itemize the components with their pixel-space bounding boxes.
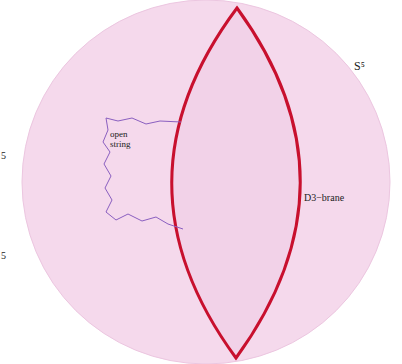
sphere <box>22 0 390 364</box>
string-label: open string <box>110 130 150 150</box>
cut-label: 5 <box>1 150 6 161</box>
d3-brane-lens <box>172 8 301 358</box>
sphere-label: S⁵ <box>354 60 365 73</box>
cut-label: 5 <box>1 250 6 261</box>
open-string <box>103 118 183 229</box>
brane-label: D3−brane <box>304 192 344 203</box>
